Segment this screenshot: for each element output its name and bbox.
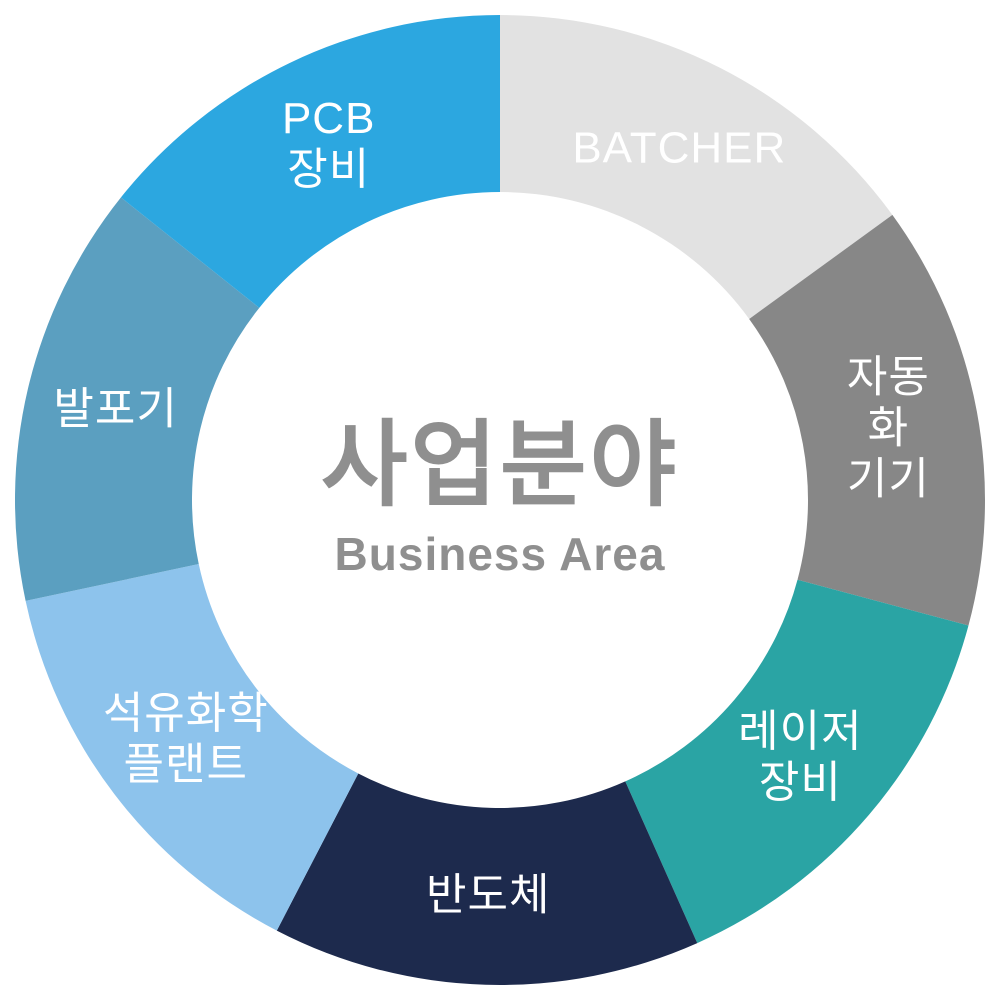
- donut-segment-5: [25, 564, 359, 931]
- chart-title: 사업분야: [321, 412, 679, 517]
- donut-segment-7: [120, 15, 500, 308]
- donut-segment-6: [15, 197, 260, 601]
- donut-segment-3: [625, 579, 969, 944]
- chart-subtitle: Business Area: [334, 528, 666, 580]
- donut-segment-2: [749, 214, 985, 626]
- donut-segment-4: [276, 773, 698, 985]
- donut-segment-1: [500, 15, 893, 319]
